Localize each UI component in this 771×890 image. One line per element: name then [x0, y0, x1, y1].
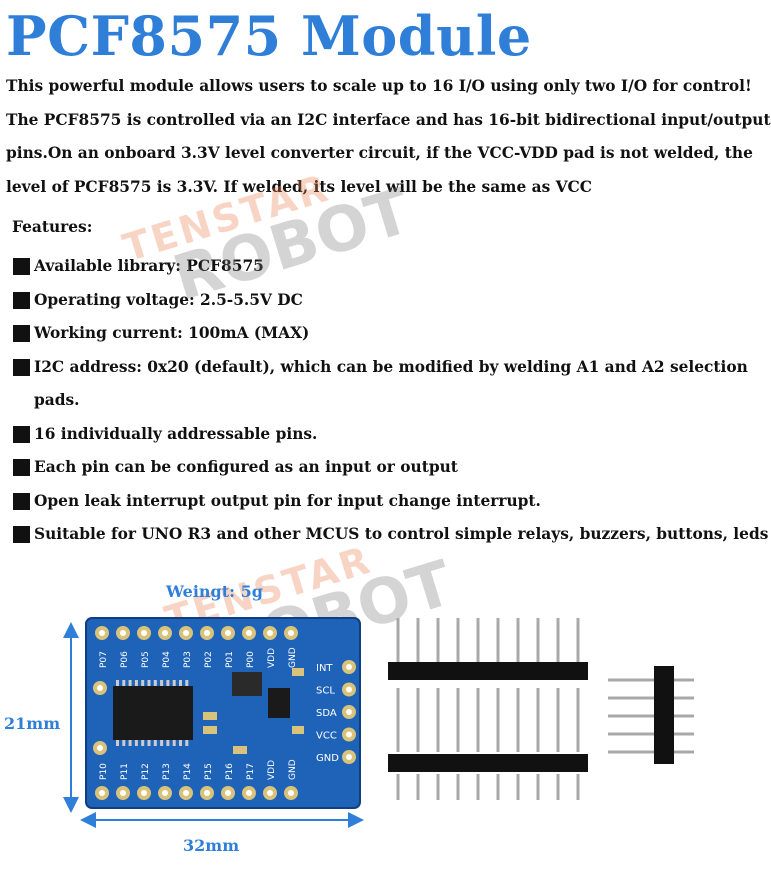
pin-label: P02 — [204, 651, 214, 668]
bullet-square-icon — [13, 358, 30, 376]
pin-label: P12 — [141, 763, 151, 780]
pcf8575-chip — [113, 686, 193, 740]
pin-label: P07 — [99, 651, 109, 668]
pin-header-straight — [388, 618, 588, 800]
pin-label: P10 — [99, 763, 109, 780]
pin-label: P04 — [162, 651, 172, 668]
pin-label: GND — [316, 753, 339, 764]
pin-label: VCC — [316, 731, 337, 742]
feature-item: Open leak interrupt output pin for input… — [12, 485, 768, 519]
bullet-square-icon — [13, 325, 30, 342]
pin-label: GND — [288, 647, 298, 668]
bullet-square-icon — [13, 425, 30, 443]
feature-item: Available library: PCF8575 — [12, 250, 768, 284]
pin-label: P16 — [225, 763, 235, 780]
feature-item: Working current: 100mA (MAX) — [12, 317, 768, 351]
pin-label: VDD — [267, 648, 277, 668]
pin-label: P15 — [204, 763, 214, 780]
features-heading: Features: — [12, 218, 93, 236]
pin-label: P03 — [183, 651, 193, 668]
bullet-square-icon — [13, 492, 30, 510]
intro-line: pins.On an onboard 3.3V level converter … — [6, 144, 753, 162]
pin-label: VDD — [267, 760, 277, 780]
pin-header-angled — [608, 666, 694, 764]
feature-item-continuation: pads. — [34, 391, 80, 409]
features-list: Available library: PCF8575 Operating vol… — [12, 250, 768, 552]
width-dimension-label: 21mm — [4, 714, 61, 733]
pin-label: P00 — [246, 651, 256, 668]
feature-item: 16 individually addressable pins. — [12, 418, 768, 452]
feature-item: I2C address: 0x20 (default), which can b… — [12, 351, 768, 418]
bullet-square-icon — [13, 459, 30, 476]
pin-label: SCL — [316, 686, 335, 697]
pin-label: SDA — [316, 708, 337, 719]
pin-label: P13 — [162, 763, 172, 780]
pin-label: P17 — [246, 763, 256, 780]
intro-text: This powerful module allows users to sca… — [6, 70, 771, 204]
pin-label: P05 — [141, 651, 151, 668]
pin-label: P06 — [120, 651, 130, 668]
feature-item: Suitable for UNO R3 and other MCUS to co… — [12, 518, 768, 552]
bullet-square-icon — [13, 526, 30, 543]
pin-label: GND — [288, 759, 298, 780]
page-title: PCF8575 Module — [6, 4, 532, 68]
bullet-square-icon — [13, 291, 30, 309]
intro-line: The PCF8575 is controlled via an I2C int… — [6, 110, 771, 129]
intro-line: level of PCF8575 is 3.3V. If welded, its… — [6, 177, 593, 196]
pin-label: P11 — [120, 763, 130, 780]
bullet-square-icon — [13, 258, 30, 275]
pin-label: P14 — [183, 763, 193, 780]
feature-item: Each pin can be configured as an input o… — [12, 451, 768, 485]
intro-line: This powerful module allows users to sca… — [6, 77, 752, 95]
weight-label: Weingt: 5g — [166, 582, 263, 601]
pin-label: P01 — [225, 651, 235, 668]
length-dimension-label: 32mm — [183, 836, 240, 855]
feature-item: Operating voltage: 2.5-5.5V DC — [12, 284, 768, 318]
pin-label: INT — [316, 663, 333, 674]
